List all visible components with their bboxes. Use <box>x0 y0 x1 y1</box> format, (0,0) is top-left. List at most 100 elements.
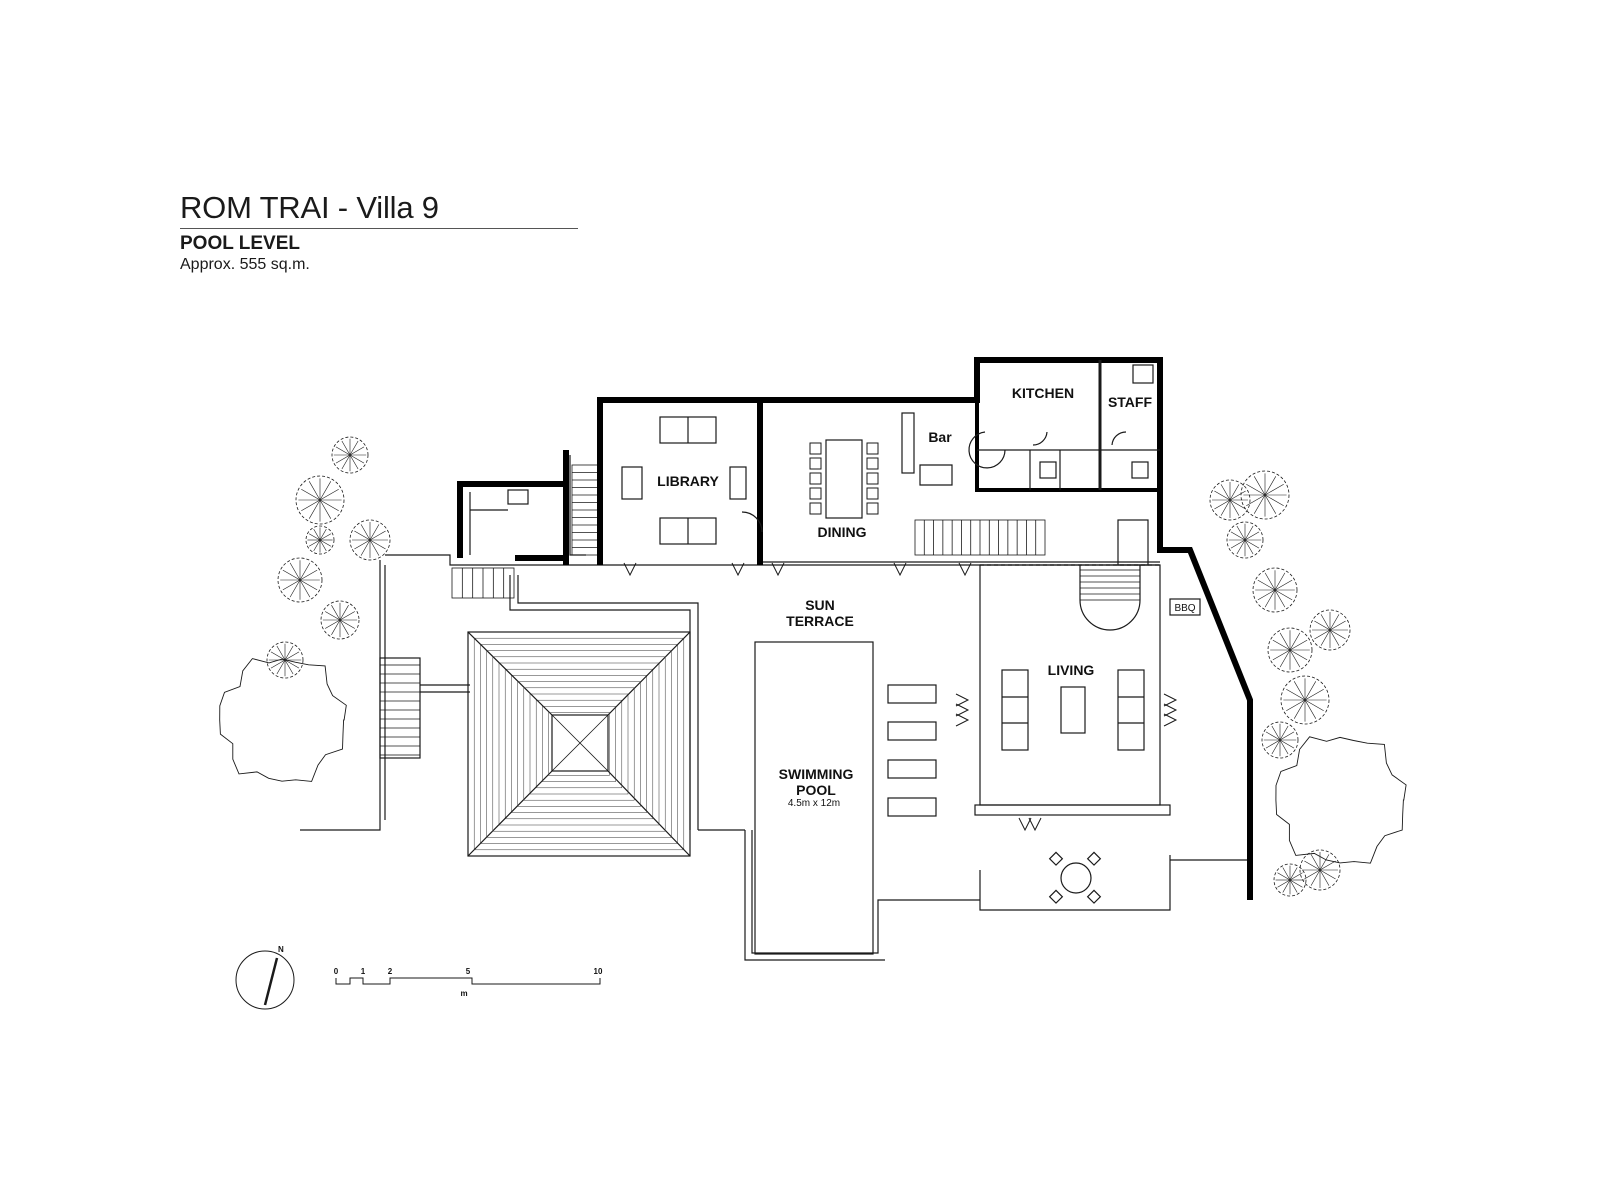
tree-right-palm-frond <box>1246 494 1266 507</box>
tree-right-palm <box>1252 567 1298 613</box>
tree-right-palm <box>1226 521 1264 559</box>
scale-bar: 0 1 2 5 10 m <box>334 967 603 998</box>
dining-chair <box>866 487 879 500</box>
door-mark <box>1163 713 1178 727</box>
tree-right-palm-frond <box>1264 494 1277 514</box>
tree-right-palm-frond <box>1319 860 1336 871</box>
tree-left-palm-frond <box>282 569 301 581</box>
tree-right-palm-frond <box>1319 869 1330 886</box>
dining-chair <box>809 457 822 470</box>
scale-tick-2: 2 <box>388 967 393 976</box>
tree-right-palm-frond <box>1310 869 1321 886</box>
tree-right-palm-frond <box>1279 725 1289 741</box>
door-mark <box>1163 703 1178 717</box>
tree-left-palm-frond <box>354 539 371 550</box>
tree-right-palm-frond <box>1310 854 1321 871</box>
tree-right-palm-frond <box>1244 531 1260 541</box>
site-lines <box>300 554 1250 961</box>
tree-right-palm-frond <box>1289 639 1308 651</box>
label-swimming: SWIMMING <box>779 766 854 782</box>
tree-right-palm-frond <box>1329 620 1346 631</box>
tree-right-palm-frond <box>1320 629 1331 646</box>
tree-right-palm-frond <box>1279 731 1295 741</box>
tree-left-palm-frond <box>308 539 321 547</box>
tree-left-palm-frond <box>339 619 349 635</box>
tree-left-palm-frond <box>276 659 286 675</box>
tree-left-palm-frond <box>360 539 371 556</box>
door-mark <box>623 562 637 577</box>
label-pool-size: 4.5m x 12m <box>788 798 840 809</box>
tree-right-palm-frond <box>1319 854 1330 871</box>
door-mark <box>955 703 970 717</box>
tree-right-palm-frond <box>1229 499 1246 510</box>
door-mark <box>1028 817 1042 832</box>
tree-right-palm-frond <box>1286 699 1306 712</box>
door-mark <box>958 562 972 577</box>
tree-right-palm-outline <box>1252 567 1298 613</box>
tree-right-palm-frond <box>1265 731 1281 741</box>
tree-right-palm-frond <box>1329 614 1340 631</box>
sliding-door-marks <box>623 562 1178 832</box>
tree-left-palm-frond <box>369 524 380 541</box>
tree-left-palm-frond <box>331 605 341 621</box>
door-mark <box>955 713 970 727</box>
tree-left-palm-frond <box>349 446 365 456</box>
label-kitchen: KITCHEN <box>1012 385 1074 401</box>
roof-ring <box>511 675 647 813</box>
tree-left-palm-frond <box>299 562 311 581</box>
tree-right-palm-frond <box>1229 499 1240 516</box>
tree-right-palm-frond <box>1279 739 1289 755</box>
tree-right-palm-outline <box>1240 470 1290 520</box>
title-block: ROM TRAI - Villa 9 POOL LEVEL Approx. 55… <box>180 190 580 275</box>
tree-right-palm-frond <box>1230 539 1246 549</box>
tree-right-palm-frond <box>1253 476 1266 496</box>
plan-subtitle: POOL LEVEL <box>180 233 301 254</box>
tree-left-palm-frond <box>335 446 351 456</box>
tree-left-palm-outline <box>349 519 391 561</box>
tree-right-palm-outline <box>1299 849 1341 891</box>
scale-tick-0: 0 <box>334 967 339 976</box>
tree-left-palm-frond <box>319 488 339 501</box>
tree-right-palm-frond <box>1286 688 1306 701</box>
tree-right-palm-frond <box>1274 572 1286 591</box>
tree-right-palm-outline <box>1267 627 1313 673</box>
tree-right-palm-frond <box>1304 869 1321 880</box>
tree-right-palm <box>1299 849 1341 891</box>
tree-right-palm-frond <box>1264 494 1284 507</box>
tree-right-palm-frond <box>1253 494 1266 514</box>
tree-left-palm-frond <box>308 499 321 519</box>
tree-left-palm-frond <box>270 659 286 669</box>
label-bar: Bar <box>928 429 952 445</box>
roof-ring <box>548 712 610 776</box>
tree-right-palm-frond <box>1304 681 1317 701</box>
tree-right-palm-frond <box>1293 681 1306 701</box>
dining-chair <box>866 457 879 470</box>
door-mark <box>893 562 907 577</box>
tree-right-palm-frond <box>1289 879 1298 893</box>
tree-right-palm-frond <box>1244 525 1254 541</box>
tree-left-palm-frond <box>284 659 294 675</box>
tree-right-palm-frond <box>1277 872 1291 881</box>
tree-right-palm-frond <box>1314 629 1331 640</box>
title-rule <box>180 228 578 229</box>
plan-area: Approx. 555 sq.m. <box>180 256 310 273</box>
roof-ring <box>492 656 666 832</box>
tree-left-palm-frond <box>354 530 371 541</box>
tree-left-palm-frond <box>308 481 321 501</box>
tree-left-palm-outline <box>277 557 323 603</box>
tree-left-palm <box>266 641 304 679</box>
tree-right-palm-frond <box>1272 649 1291 661</box>
tree-left-palm <box>320 600 360 640</box>
tree-left-palm-frond <box>325 611 341 621</box>
tree-right-palm-frond <box>1304 699 1317 719</box>
roof-ring <box>486 650 672 838</box>
tree-left-palm-frond <box>284 659 300 669</box>
tree-left-palm-frond <box>369 539 380 556</box>
tree-right-palm-frond <box>1257 589 1276 601</box>
tree-right-palm-frond <box>1265 739 1281 749</box>
tree-left-palm-frond <box>331 619 341 635</box>
landscape-trees <box>219 436 1407 897</box>
tree-left-palm <box>331 436 369 474</box>
tree-left-palm-frond <box>299 579 311 598</box>
tree-left-palm-outline <box>266 641 304 679</box>
